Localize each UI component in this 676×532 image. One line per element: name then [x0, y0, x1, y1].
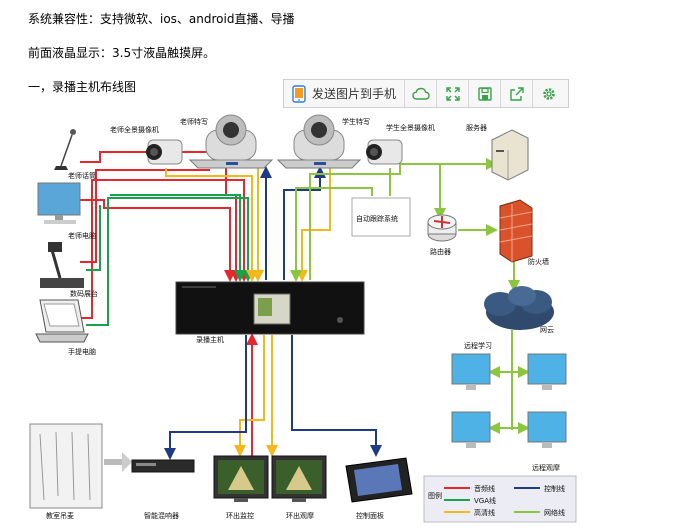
share-button[interactable] — [501, 80, 534, 107]
cloud-icon — [411, 87, 430, 100]
teacher-closeup-cam-device — [188, 114, 274, 169]
label-server: 服务器 — [466, 123, 487, 132]
legend — [423, 475, 577, 523]
save-icon — [477, 86, 492, 101]
remote-monitor-3 — [451, 411, 491, 448]
wire-vga-laptop — [86, 197, 254, 326]
label-remote-learning: 远程学习 — [464, 341, 492, 350]
auto-tracking-box — [351, 197, 411, 237]
label-remote-view: 远程观摩 — [532, 463, 560, 472]
wire-hd-pano-teacher — [165, 168, 258, 282]
legend-audio: 音频线 — [474, 484, 495, 493]
teacher-pc-device — [37, 182, 81, 224]
wire-hd-student-cam — [296, 168, 331, 282]
internet-cloud — [484, 286, 554, 330]
send-to-phone-button[interactable]: 发送图片到手机 — [284, 80, 406, 107]
server-device — [491, 129, 529, 181]
legend-network: 网络线 — [544, 508, 565, 517]
label-recorder: 录播主机 — [196, 335, 224, 344]
section-title: 一，录播主机布线图 — [28, 80, 137, 94]
label-student-pano-cam: 学生全景摄像机 — [386, 123, 435, 132]
label-teacher-mic: 老师话筒 — [68, 171, 96, 180]
label-mixer: 智能混响器 — [144, 511, 179, 520]
teacher-mic-device — [54, 129, 76, 170]
wire-control-panel — [291, 335, 382, 457]
wire-audio-laptop — [80, 179, 250, 319]
monitor-out-device — [213, 455, 269, 502]
wire-net-host-server — [309, 158, 498, 280]
legend-title: 图例 — [428, 491, 442, 500]
remote-monitor-1 — [451, 353, 491, 390]
student-pano-cam-device — [366, 139, 403, 165]
legend-vga: VGA线 — [474, 496, 496, 505]
lcd-text: 前面液晶显示：3.5寸液晶触摸屏。 — [28, 46, 216, 60]
mixer-device — [131, 459, 195, 473]
doc-camera-device — [40, 242, 84, 288]
label-control-panel: 控制面板 — [356, 511, 384, 520]
wire-control-student-cam — [283, 166, 326, 280]
router-device — [427, 214, 457, 242]
legend-control: 控制线 — [544, 484, 565, 493]
label-teacher-pano-cam: 老师全景摄像机 — [110, 125, 159, 134]
send-to-phone-label: 发送图片到手机 — [312, 87, 397, 101]
label-firewall: 防火墙 — [528, 257, 549, 266]
wire-tracking — [290, 187, 373, 282]
wire-vga-doccam — [86, 205, 101, 271]
settings-icon — [542, 87, 555, 100]
expand-icon — [445, 86, 460, 101]
recorder-host-device — [175, 281, 365, 335]
settings-button[interactable] — [533, 80, 564, 107]
phone-icon — [292, 84, 306, 103]
label-doc-camera: 数码展台 — [70, 289, 98, 298]
remote-monitor-4 — [527, 411, 567, 448]
label-student-closeup: 学生特写 — [342, 117, 370, 126]
save-button[interactable] — [469, 80, 502, 107]
wire-audio-doccam — [80, 169, 210, 263]
wire-audio-pc — [80, 199, 236, 282]
legend-hd: 高清线 — [474, 508, 495, 517]
wire-vga-pc — [110, 194, 246, 282]
control-panel-device — [345, 457, 413, 503]
image-toolbar: 发送图片到手机 — [283, 79, 569, 108]
label-internet: 网云 — [540, 326, 554, 334]
laptop-device — [35, 299, 89, 343]
label-teacher-pc: 老师电脑 — [68, 231, 96, 240]
compatibility-text: 系统兼容性：支持微软、ios、android直播、导播 — [28, 12, 295, 26]
wire-audio-mic — [80, 151, 242, 282]
label-teacher-closeup: 老师特写 — [180, 117, 208, 126]
ceiling-mixer-arrowhead — [122, 452, 132, 472]
label-ceiling-mic: 教室吊麦 — [46, 511, 74, 520]
teacher-pano-cam-device — [146, 139, 183, 165]
share-icon — [509, 86, 524, 101]
expand-button[interactable] — [437, 80, 470, 107]
ceiling-mic-device — [29, 423, 103, 509]
firewall-device — [499, 199, 533, 263]
label-view-out: 环出观摩 — [286, 511, 314, 520]
label-router: 路由器 — [430, 247, 451, 256]
label-monitor-out: 环出监控 — [226, 511, 254, 520]
wire-hd-out-view — [234, 335, 265, 457]
student-closeup-cam-device — [276, 114, 362, 169]
wire-control-mixer — [164, 335, 247, 460]
view-out-device — [271, 455, 327, 502]
remote-monitor-2 — [527, 353, 567, 390]
label-laptop: 手提电脑 — [68, 347, 96, 356]
cloud-button[interactable] — [405, 80, 438, 107]
label-auto-tracking: 自动跟踪系统 — [356, 214, 398, 223]
